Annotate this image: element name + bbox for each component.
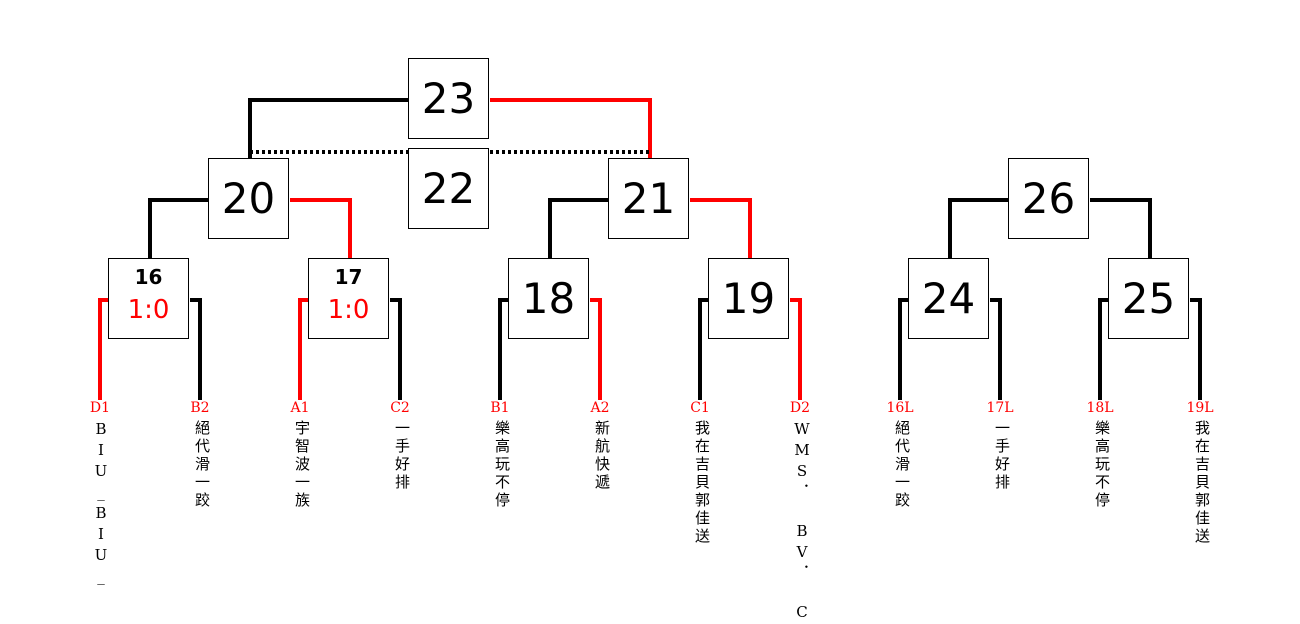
- connector-r1-3-right: [790, 298, 802, 400]
- match-number: 19: [721, 274, 776, 323]
- team-name: 絕代滑一跤: [893, 420, 911, 510]
- match-number: 18: [521, 274, 576, 323]
- connector-r1-2-left: [498, 298, 510, 400]
- team-name: BIU_BIU_: [92, 420, 110, 588]
- seed-label: A1: [290, 400, 310, 416]
- match-score: 1:0: [327, 295, 370, 325]
- connector-r1-2-right: [590, 298, 602, 400]
- connector-r1-1-left: [298, 298, 310, 400]
- seed-label: B2: [190, 400, 210, 416]
- team-name: 我在吉貝郭佳送: [693, 420, 711, 546]
- seed-label: C1: [690, 400, 710, 416]
- team-name: 新航快遞: [593, 420, 611, 492]
- match-number: 22: [421, 164, 476, 213]
- match-number: 16: [134, 265, 163, 289]
- team-name: 一手好排: [993, 420, 1011, 492]
- match-box-23[interactable]: 23: [408, 58, 489, 139]
- connector-r1-4-right: [990, 298, 1002, 400]
- connector-r1-4-left: [898, 298, 910, 400]
- seed-label: B1: [490, 400, 510, 416]
- bracket-lines: [98, 98, 1202, 400]
- connector-21-right: [690, 198, 752, 260]
- match-box-25[interactable]: 25: [1108, 258, 1189, 339]
- match-box-20[interactable]: 20: [208, 158, 289, 239]
- connector-20-left: [148, 198, 210, 260]
- team-name: 一手好排: [393, 420, 411, 492]
- connector-r1-3-left: [698, 298, 710, 400]
- connector-20-right: [290, 198, 352, 260]
- match-number: 17: [334, 265, 363, 289]
- team-name: 樂高玩不停: [493, 420, 511, 510]
- match-box-18[interactable]: 18: [508, 258, 589, 339]
- match-box-21[interactable]: 21: [608, 158, 689, 239]
- match-box-26[interactable]: 26: [1008, 158, 1089, 239]
- seed-label: 18L: [1086, 400, 1114, 416]
- seed-label: 17L: [986, 400, 1014, 416]
- connector-r1-0-left: [98, 298, 110, 400]
- seed-label: 16L: [886, 400, 914, 416]
- match-number: 25: [1121, 274, 1176, 323]
- seed-label: C2: [390, 400, 410, 416]
- seed-label: D2: [789, 400, 811, 416]
- connector-r1-5-left: [1098, 298, 1110, 400]
- match-box-24[interactable]: 24: [908, 258, 989, 339]
- seed-label: 19L: [1186, 400, 1214, 416]
- match-box-22[interactable]: 22: [408, 148, 489, 229]
- team-name: 樂高玩不停: [1093, 420, 1111, 510]
- connector-23-left: [248, 98, 410, 160]
- team-name: 絕代滑一跤: [193, 420, 211, 510]
- seed-label: A2: [590, 400, 610, 416]
- connector-26-right: [1090, 198, 1152, 260]
- team-name: 我在吉貝郭佳送: [1193, 420, 1211, 546]
- match-number: 26: [1021, 174, 1076, 223]
- team-name: 宇智波一族: [293, 420, 311, 510]
- team-name: WMS． BV． C: [793, 420, 811, 624]
- match-number: 20: [221, 174, 276, 223]
- match-number: 23: [421, 74, 476, 123]
- connector-23-right: [490, 98, 652, 160]
- connector-r1-5-right: [1190, 298, 1202, 400]
- connector-26-left: [948, 198, 1010, 260]
- match-score: 1:0: [127, 295, 170, 325]
- match-box-19[interactable]: 19: [708, 258, 789, 339]
- match-number: 24: [921, 274, 976, 323]
- connector-r1-0-right: [190, 298, 202, 400]
- connector-r1-1-right: [390, 298, 402, 400]
- match-number: 21: [621, 174, 676, 223]
- seed-label: D1: [89, 400, 111, 416]
- connector-21-left: [548, 198, 610, 260]
